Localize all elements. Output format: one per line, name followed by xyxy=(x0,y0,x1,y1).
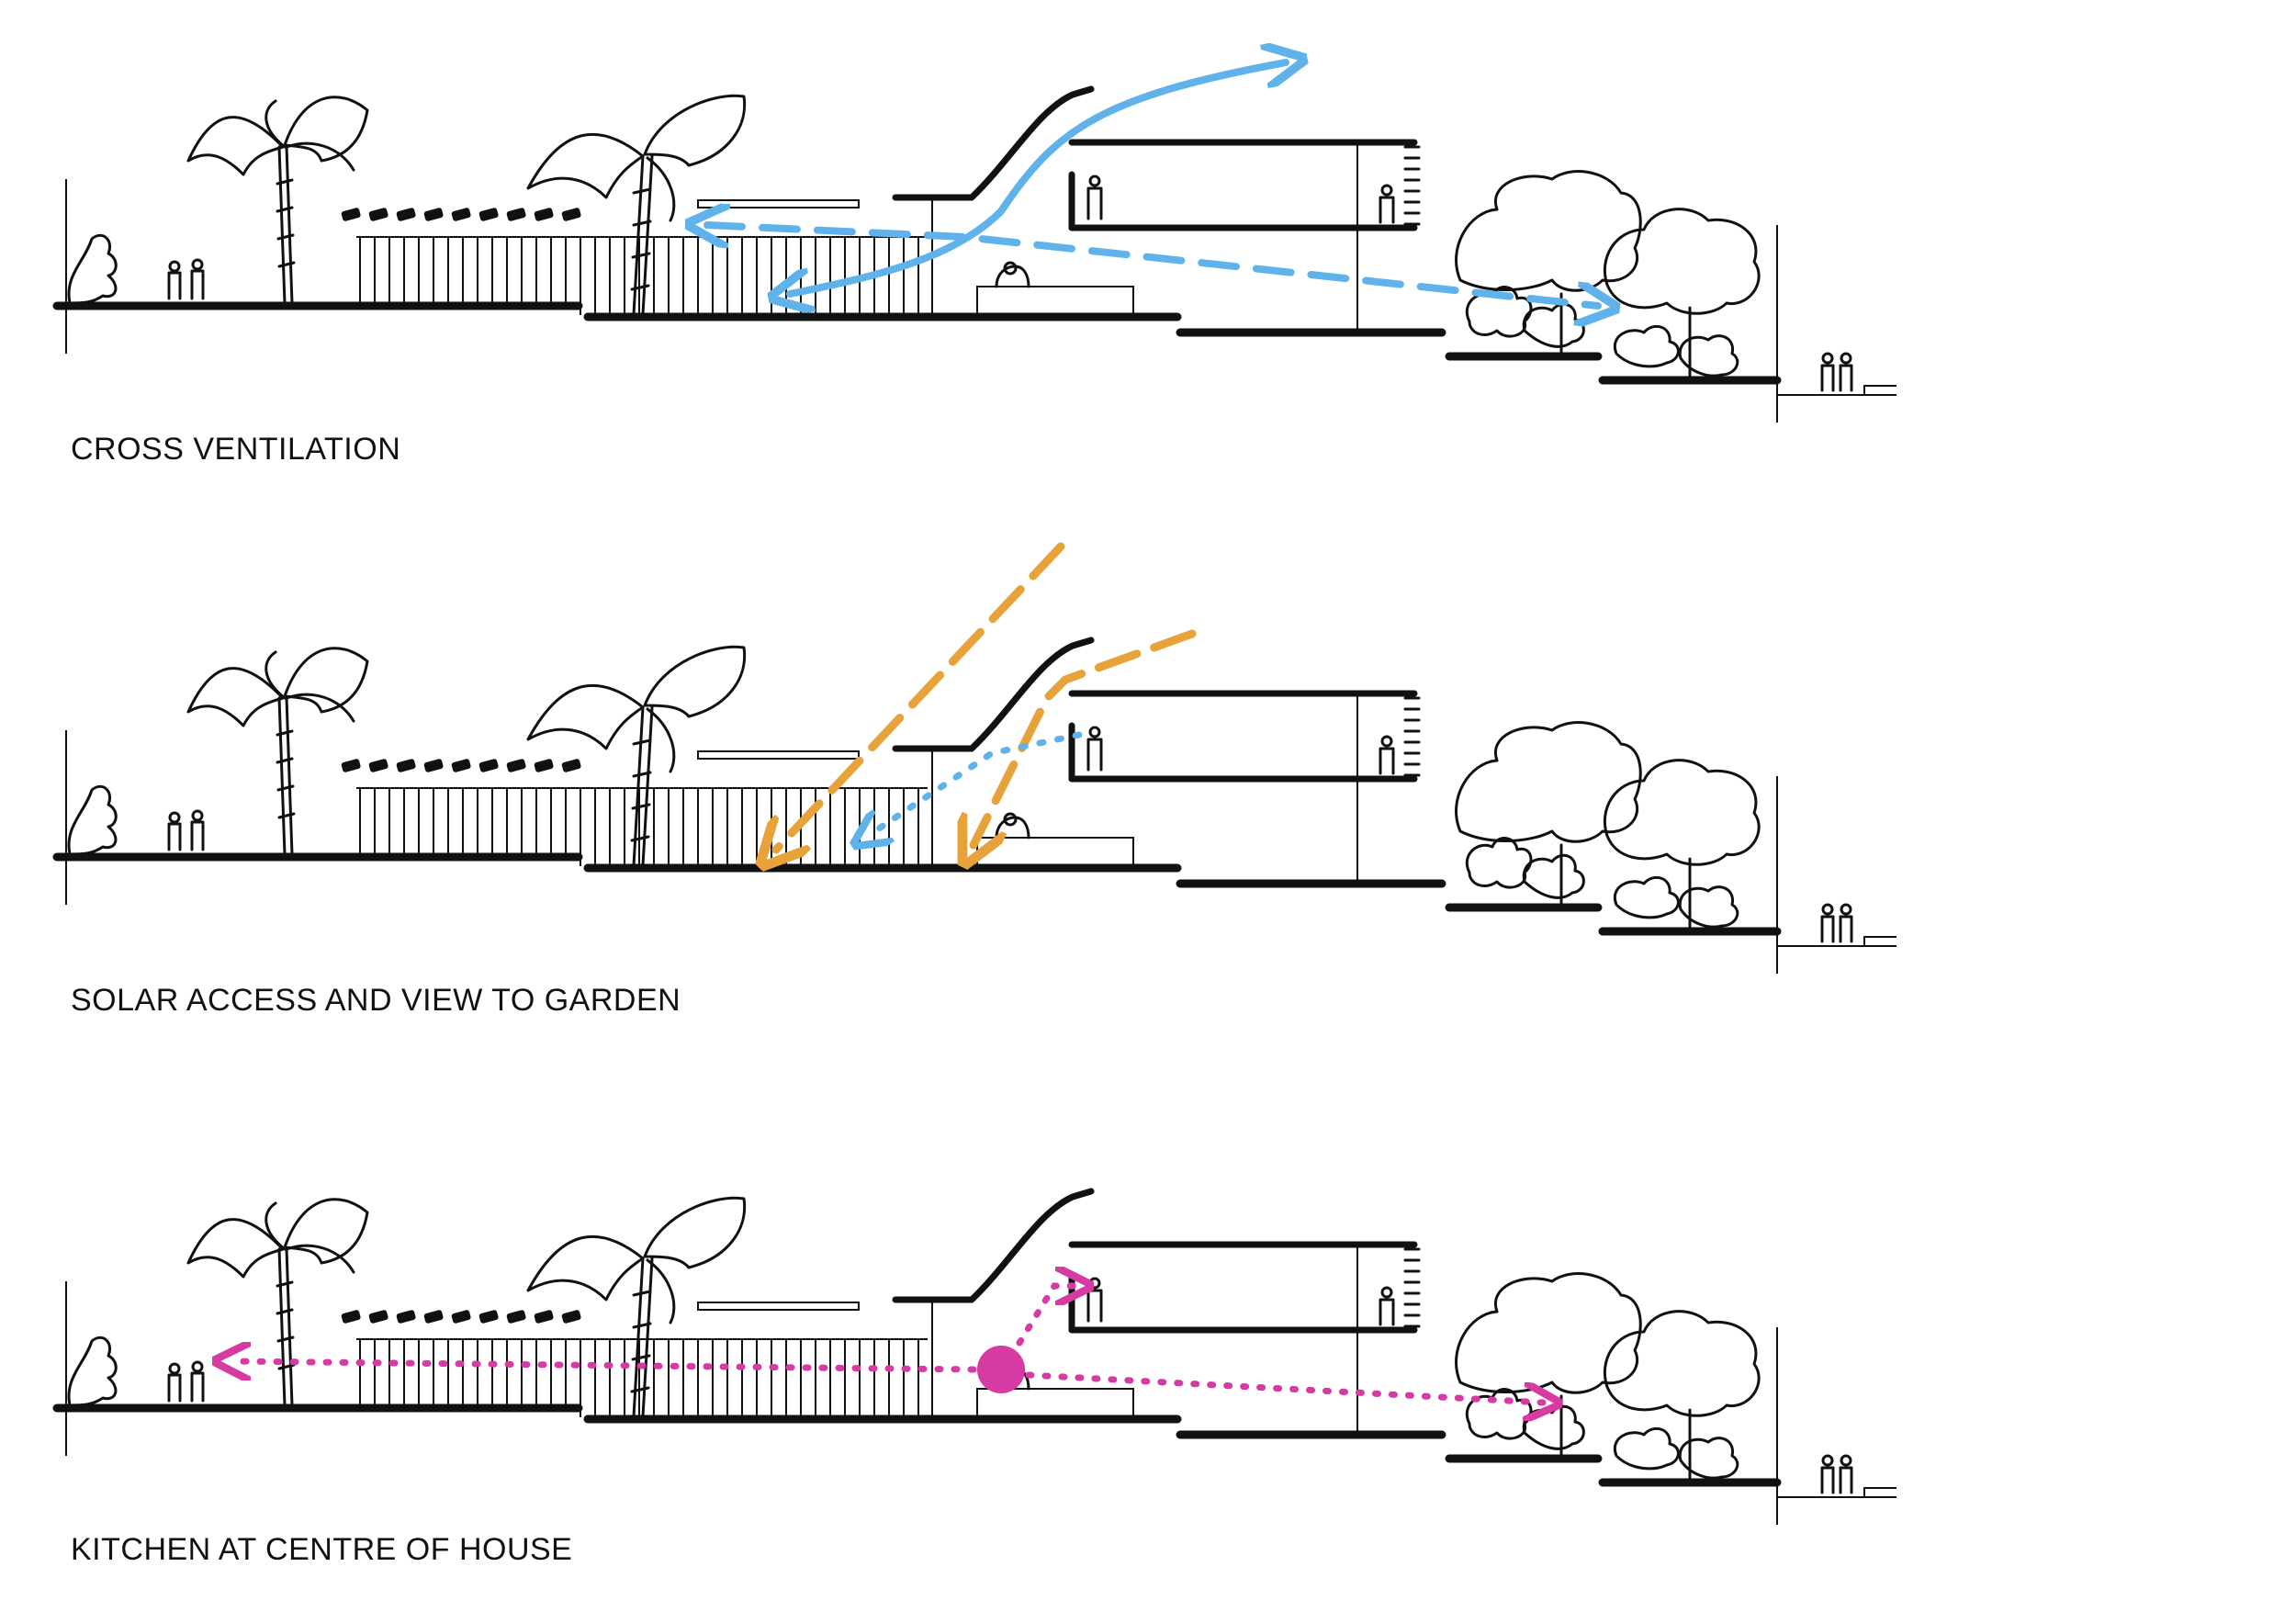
section-kitchen-centre xyxy=(57,1191,1896,1525)
caption-cross-ventilation: CROSS VENTILATION xyxy=(71,432,401,467)
ventilation-arrows xyxy=(707,62,1598,306)
kitchen-marker xyxy=(977,1346,1025,1393)
caption-solar-access: SOLAR ACCESS AND VIEW TO GARDEN xyxy=(71,983,681,1018)
section-solar-access xyxy=(57,542,1896,974)
solar-arrows xyxy=(776,542,1197,850)
section-cross-ventilation xyxy=(57,62,1896,423)
kitchen-circulation xyxy=(231,1286,1543,1403)
caption-kitchen-centre: KITCHEN AT CENTRE OF HOUSE xyxy=(71,1532,573,1567)
